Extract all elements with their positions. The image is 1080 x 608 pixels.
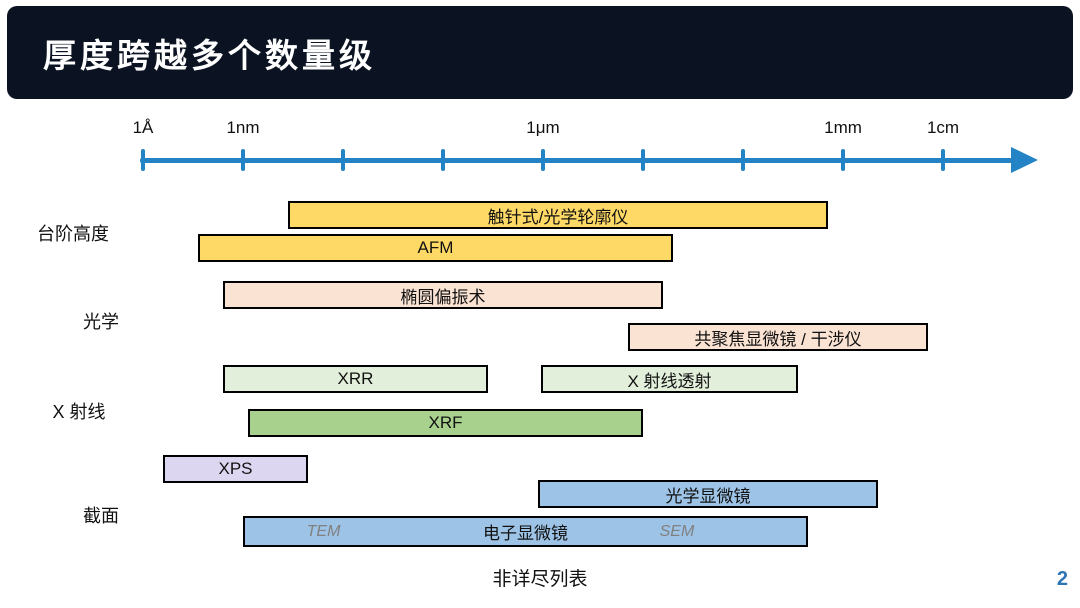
bar-xps: XPS (163, 455, 308, 483)
category-label: X 射线 (52, 402, 106, 422)
bar-xray-transmission: X 射线透射 (541, 365, 798, 393)
bar-label: XRR (337, 369, 374, 388)
axis-tick (241, 149, 245, 171)
bar-label: XPS (218, 459, 253, 478)
axis-tick (741, 149, 745, 171)
bar-label: 共聚焦显微镜 / 干涉仪 (694, 329, 862, 349)
bar-stylus-optical-profilometer: 触针式/光学轮廓仪 (288, 201, 828, 229)
bar-sublabel-sem: SEM (659, 522, 695, 540)
bar-optical-microscope: 光学显微镜 (538, 480, 878, 508)
axis-tick-label: 1nm (226, 118, 260, 137)
page-number: 2 (1056, 568, 1068, 590)
bar-electron-microscope: 电子显微镜 TEM SEM (243, 516, 808, 547)
bar-ellipsometry: 椭圆偏振术 (223, 281, 663, 309)
bar-label: 触针式/光学轮廓仪 (487, 207, 629, 227)
bar-label: 电子显微镜 (483, 524, 568, 543)
axis-tick-label: 1Å (132, 118, 154, 137)
title-bar: 厚度跨越多个数量级 (7, 6, 1073, 99)
bar-label: X 射线透射 (627, 371, 712, 391)
category-label: 光学 (83, 312, 119, 332)
axis-tick (541, 149, 545, 171)
bar-xrr: XRR (223, 365, 488, 393)
axis-line (140, 158, 1012, 163)
bar-label: XRF (428, 413, 463, 432)
axis-tick-label: 1mm (824, 118, 862, 137)
bar-xrf: XRF (248, 409, 643, 437)
bar-label: 椭圆偏振术 (400, 287, 486, 307)
axis-tick (841, 149, 845, 171)
bar-label: 光学显微镜 (665, 486, 751, 506)
category-label: 台阶高度 (37, 224, 109, 244)
axis-tick (341, 149, 345, 171)
axis-tick (641, 149, 645, 171)
category-label: 截面 (83, 506, 119, 526)
slide-title: 厚度跨越多个数量级 (43, 36, 376, 74)
axis-tick (941, 149, 945, 171)
bar-sublabel-tem: TEM (306, 522, 341, 540)
axis-tick-label: 1cm (926, 118, 960, 137)
axis-tick (441, 149, 445, 171)
bar-afm: AFM (198, 234, 673, 262)
bar-label: AFM (417, 238, 454, 257)
axis-tick (141, 149, 145, 171)
bar-confocal-interferometer: 共聚焦显微镜 / 干涉仪 (628, 323, 928, 351)
axis-arrowhead-icon (1011, 147, 1038, 173)
axis-tick-label: 1μm (526, 118, 560, 137)
footer-note: 非详尽列表 (492, 569, 588, 590)
